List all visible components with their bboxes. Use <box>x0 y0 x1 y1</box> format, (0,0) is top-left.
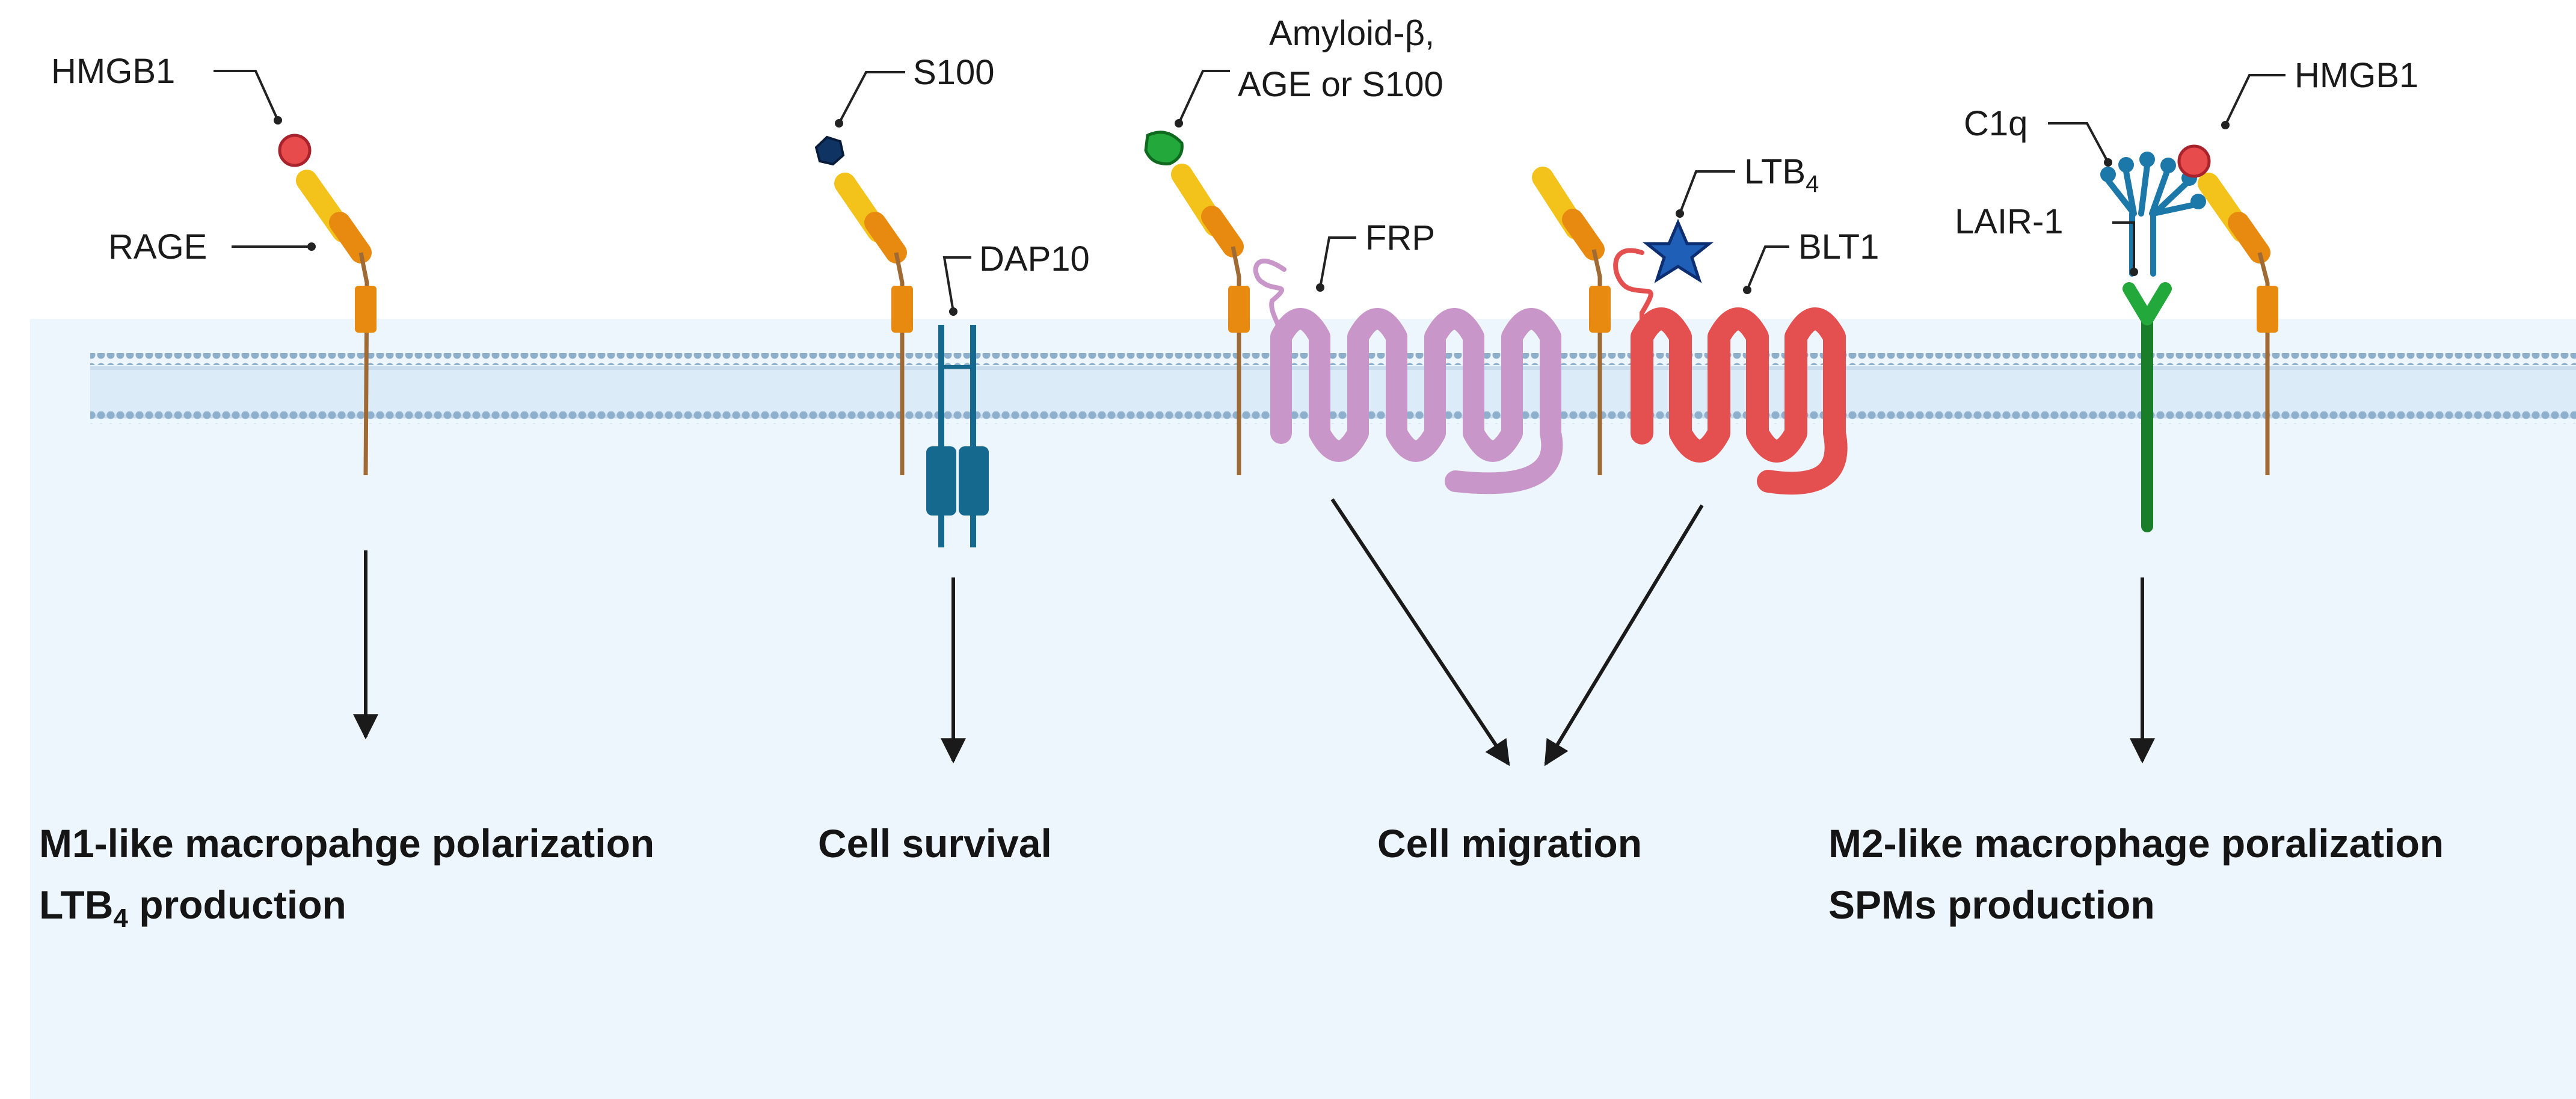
hmgb1-ligand-right <box>2177 144 2211 178</box>
rage-receptor-amyloid <box>1171 164 1250 475</box>
label-blt1: BLT1 <box>1798 227 1879 266</box>
hmgb1-ligand-left <box>278 134 312 167</box>
s100-ligand <box>814 135 845 166</box>
ltb4-ligand <box>1642 218 1714 283</box>
outcome-m2-line1: M2-like macrophage poralization <box>1828 821 2444 866</box>
outcome-m1-line2: LTB4 production <box>39 882 346 933</box>
label-amyloid-line2: AGE or S100 <box>1238 65 1443 104</box>
outcome-survival: Cell survival <box>818 821 1052 866</box>
label-frp: FRP <box>1365 218 1435 257</box>
rage-receptor-right <box>2198 173 2278 475</box>
frp-receptor <box>1253 259 1563 494</box>
outcome-m1-line1: M1-like macropahge polarization <box>39 821 654 866</box>
arrow-migration-blt1 <box>1544 504 1704 766</box>
leader-lines <box>214 70 2286 316</box>
outcome-m2-line2: SPMs production <box>1828 882 2155 927</box>
label-lair1: LAIR-1 <box>1955 202 2064 241</box>
rage-receptor-left <box>296 170 377 476</box>
outcome-migration: Cell migration <box>1377 821 1642 866</box>
label-amyloid-line1: Amyloid-β, <box>1269 14 1434 53</box>
rage-receptor-blt1 <box>1532 167 1611 475</box>
amyloid-ligand <box>1144 131 1184 165</box>
cell-membrane <box>90 353 2576 423</box>
dap10-dimer <box>926 325 989 547</box>
cytoplasm-background <box>30 319 2576 1099</box>
label-hmgb1-left: HMGB1 <box>51 52 175 91</box>
signal-arrows <box>353 498 2155 766</box>
rage-receptor-s100 <box>834 173 913 475</box>
label-rage: RAGE <box>108 227 207 266</box>
label-s100: S100 <box>913 53 994 92</box>
label-c1q: C1q <box>1964 104 2027 143</box>
blt1-receptor <box>1613 248 1848 495</box>
label-ltb4: LTB4 <box>1744 152 1819 197</box>
lair1-receptor <box>2123 282 2172 532</box>
arrow-migration-frp <box>1330 498 1510 766</box>
label-hmgb1-right: HMGB1 <box>2295 56 2418 95</box>
label-dap10: DAP10 <box>979 239 1090 279</box>
